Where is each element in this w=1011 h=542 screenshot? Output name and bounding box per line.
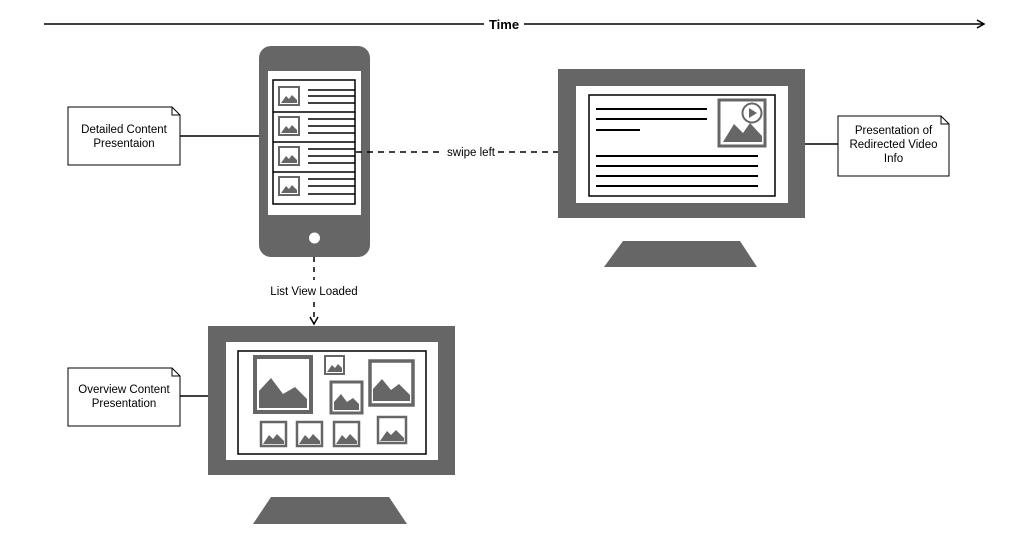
note-text-line: Presentation	[92, 398, 157, 410]
image-thumbnail-icon	[259, 420, 288, 448]
monitor-stand	[604, 241, 757, 267]
monitor-stand	[253, 497, 407, 524]
phone-list-row	[273, 146, 355, 173]
image-thumbnail-icon	[368, 359, 415, 407]
note-redirected-video: Presentation of Redirected Video Info	[805, 115, 950, 177]
note-shape	[67, 106, 181, 166]
timeline: Time	[44, 17, 986, 32]
note-detailed-content: Detailed Content Presentaion	[67, 106, 259, 166]
list-loaded-transition: List View Loaded	[270, 257, 358, 326]
image-thumbnail-icon	[376, 415, 408, 445]
note-shape	[837, 115, 950, 177]
note-text-line: Info	[884, 153, 903, 165]
video-play-icon	[717, 98, 767, 148]
timeline-label: Time	[489, 17, 519, 32]
image-thumbnail-icon	[329, 380, 364, 415]
image-thumbnail-icon	[253, 355, 313, 414]
image-thumbnail-icon	[332, 420, 361, 448]
swipe-transition: swipe left	[356, 147, 588, 159]
note-text-line: Detailed Content	[81, 124, 167, 136]
image-thumbnail-icon	[324, 355, 345, 375]
list-loaded-label: List View Loaded	[270, 286, 357, 298]
desktop-monitor-icon	[558, 69, 805, 267]
smartphone-icon	[259, 46, 370, 257]
swipe-label: swipe left	[447, 147, 496, 159]
note-overview-content: Overview Content Presentation	[67, 367, 208, 427]
phone-list-row	[278, 176, 355, 196]
desktop-monitor-icon	[208, 326, 455, 524]
image-thumbnail-icon	[295, 420, 324, 448]
phone-home-button	[309, 232, 320, 244]
note-text-line: Redirected Video	[849, 139, 937, 151]
note-text-line: Presentaion	[93, 138, 154, 150]
note-text-line: Overview Content	[78, 384, 170, 396]
phone-list-row	[273, 116, 355, 143]
phone-list-row	[273, 86, 355, 113]
note-shape	[67, 367, 181, 427]
note-text-line: Presentation of	[855, 125, 933, 137]
